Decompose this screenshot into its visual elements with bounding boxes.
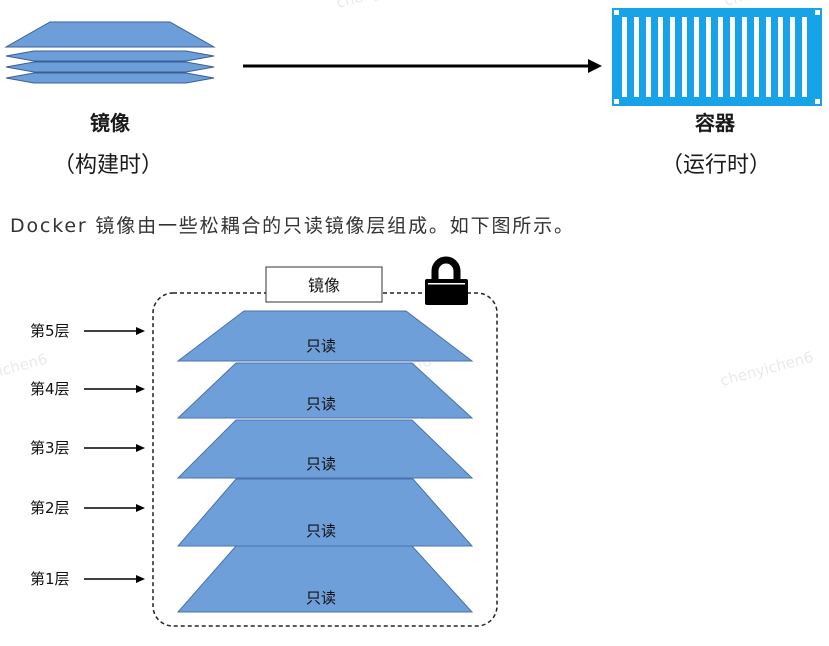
container-stripe [730,17,735,97]
container-label: 容器 [695,111,736,135]
container-stripe [694,17,699,97]
image-layer-diagram: 镜像 只读 只读 只读 只读 只读 第5层 [30,256,498,627]
layer-3-pointer: 第3层 [30,439,145,457]
layer-content-label: 只读 [306,455,336,473]
layer-content-label: 只读 [306,589,336,607]
container-stripe [658,17,663,97]
container-stripe [742,17,747,97]
right-arrow-icon [136,385,145,393]
layer-3: 只读 [176,419,474,479]
layer-content-label: 只读 [306,337,336,355]
layer-name-label: 第3层 [30,439,70,457]
watermark: chenyichen6 [334,0,431,12]
container-phase-label: （运行时） [661,153,771,178]
caption-text: Docker 镜像由一些松耦合的只读镜像层组成。如下图所示。 [10,215,573,237]
container-stripe [778,17,783,97]
right-arrow-icon [136,327,145,335]
layer-name-label: 第4层 [30,380,70,398]
image-title-box: 镜像 [265,266,383,303]
layer-5-pointer: 第5层 [30,322,145,340]
layer-1-pointer: 第1层 [30,570,145,588]
right-arrow-icon [136,575,145,583]
image-layer-plate [5,72,215,84]
image-layer-plate [5,61,215,73]
layer-name-label: 第1层 [30,570,70,588]
container-stripe [766,17,771,97]
watermark: chenyichen6 [718,348,815,390]
container-stripe [646,17,651,97]
layer-name-label: 第2层 [30,499,70,517]
layer-name-label: 第5层 [30,322,70,340]
container-stripe [682,17,687,97]
padlock-icon [425,256,468,305]
container-stripe [718,17,723,97]
layer-1: 只读 [176,545,474,613]
image-phase-label: （构建时） [53,153,163,178]
layer-4-pointer: 第4层 [30,380,145,398]
container-stripe [706,17,711,97]
right-arrow-icon [243,59,602,73]
container-stripe [802,17,807,97]
shipping-container-icon [612,8,822,106]
image-layer-top [4,21,216,48]
right-arrow-icon [136,444,145,452]
image-layer-plate [5,50,215,62]
layer-5: 只读 [176,310,474,362]
container-stripe [790,17,795,97]
image-title-label: 镜像 [308,276,340,295]
layer-2-pointer: 第2层 [30,499,145,517]
container-stripe [754,17,759,97]
image-label: 镜像 [90,111,131,135]
layer-2: 只读 [176,478,474,547]
right-arrow-icon [136,504,145,512]
layer-content-label: 只读 [306,395,336,413]
container-stripe [634,17,639,97]
image-boundary [152,292,498,627]
image-layers-icon [4,21,216,84]
container-stripe [622,17,627,97]
layer-content-label: 只读 [306,522,336,540]
container-stripe [670,17,675,97]
layer-4: 只读 [176,362,474,419]
